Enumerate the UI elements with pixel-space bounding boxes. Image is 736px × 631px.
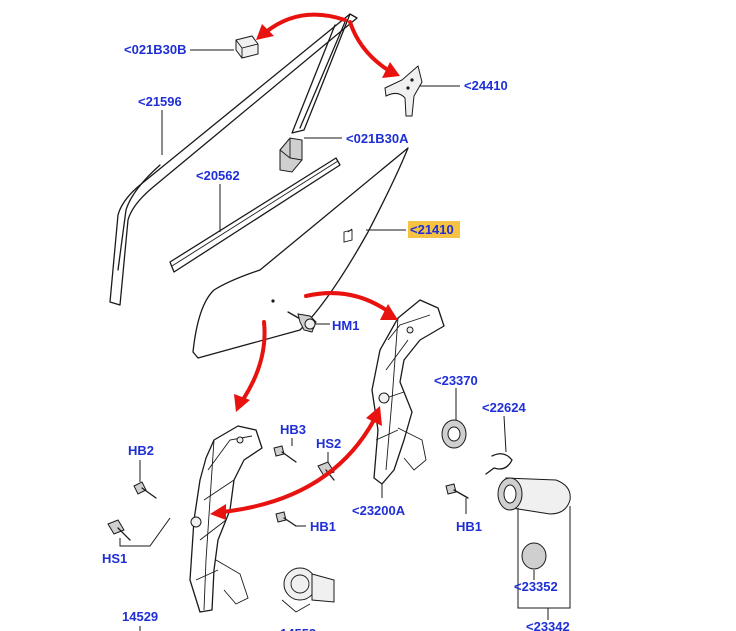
arrow-24410 <box>348 20 400 78</box>
handle-cap <box>521 542 547 570</box>
glass-run-channel <box>109 13 358 306</box>
window-motor <box>281 567 335 613</box>
window-regulator-left <box>189 425 263 613</box>
callout-hb2[interactable]: HB2 <box>128 443 154 458</box>
callout-hb1-left[interactable]: HB1 <box>310 519 336 534</box>
callout-14553[interactable]: 14553 <box>280 626 316 631</box>
arrow-regulator-right <box>304 291 398 320</box>
callout-23342[interactable]: <23342 <box>526 619 570 631</box>
arrow-regulator-left <box>234 320 267 412</box>
callout-hm1[interactable]: HM1 <box>332 318 359 333</box>
callout-highlight <box>408 221 460 238</box>
callout-21410[interactable]: <21410 <box>410 222 454 237</box>
arrow-left-to-right-regulator <box>210 406 382 520</box>
bolt-hm1 <box>287 311 317 333</box>
callout-hs2[interactable]: HS2 <box>316 436 341 451</box>
callout-22624[interactable]: <22624 <box>482 400 527 415</box>
clip-021b30a <box>279 137 303 173</box>
window-crank-handle <box>497 477 571 515</box>
bolt-hb1-left <box>275 511 297 527</box>
callout-23370[interactable]: <23370 <box>434 373 478 388</box>
clip-021b30b <box>235 35 259 59</box>
seal-23370 <box>441 419 467 449</box>
bolt-hb1-right <box>445 483 469 499</box>
callout-021b30b[interactable]: <021B30B <box>124 42 187 57</box>
callout-hb3[interactable]: HB3 <box>280 422 306 437</box>
arrow-021b30b <box>256 12 347 40</box>
callout-24410[interactable]: <24410 <box>464 78 508 93</box>
callout-14529[interactable]: 14529 <box>122 609 158 624</box>
callout-21596[interactable]: <21596 <box>138 94 182 109</box>
callout-hb1-right[interactable]: HB1 <box>456 519 482 534</box>
callout-23352[interactable]: <23352 <box>514 579 558 594</box>
callout-23200a[interactable]: <23200A <box>352 503 406 518</box>
callout-021b30a[interactable]: <021B30A <box>346 131 409 146</box>
bolt-hb3 <box>273 445 297 463</box>
window-regulator-right <box>371 299 445 485</box>
callout-20562[interactable]: <20562 <box>196 168 240 183</box>
belt-weatherstrip <box>169 157 341 273</box>
bolt-hb2 <box>133 481 157 499</box>
bolt-hs1 <box>107 519 131 541</box>
bracket-24410 <box>384 65 423 117</box>
leader-lines <box>119 49 571 631</box>
spring-clip-22624 <box>485 453 513 475</box>
callout-hs1[interactable]: HS1 <box>102 551 127 566</box>
